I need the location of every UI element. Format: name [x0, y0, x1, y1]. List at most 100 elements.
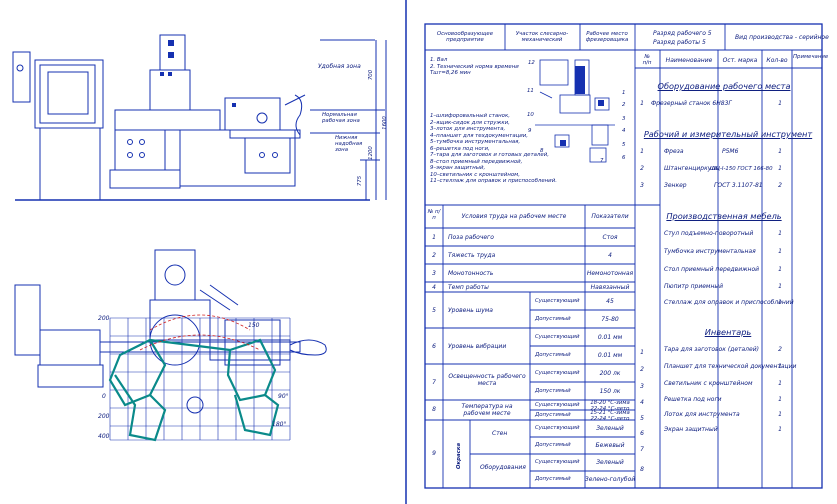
cond-sub-value: 45: [606, 298, 614, 305]
title-workplace: Рабочее место фрезеровщика: [585, 31, 629, 43]
spec-item-num: 1: [640, 148, 644, 155]
cond-row-name: Уровень вибрации: [448, 343, 507, 350]
spec-item-name: Пюпитр приемный: [664, 283, 724, 290]
spec-item-gost: ГОСТ 3.1107-81: [714, 182, 763, 189]
spec-item-qty: 1: [778, 248, 782, 255]
plan-y-200a: 200: [98, 315, 110, 322]
cond-sub-value: Зеленый: [596, 459, 624, 466]
spec-item-qty: 1: [778, 396, 782, 403]
cond-row-name: Уровень шума: [448, 307, 493, 314]
cond-sub-key: Существующий: [535, 334, 580, 340]
notes-head-2: 2. Технический норма времени Тшт=8,26 ми…: [430, 64, 519, 76]
cond-side-label: Окраска: [456, 442, 463, 470]
spec-item-qty: 1: [778, 299, 782, 306]
cond-row-num: 4: [432, 284, 436, 291]
notes-item: 2–ящик-сидок для стружки,: [430, 119, 510, 126]
cond-row-name: Темп работы: [448, 284, 489, 291]
title-cat2: Разряд работы 5: [653, 39, 706, 46]
notes-item: 9–экран защитный,: [430, 165, 486, 171]
dim-775: 775: [357, 175, 364, 187]
spec-item-qty: 1: [778, 380, 782, 387]
cond-sub-key: Допустимый: [535, 412, 571, 418]
spec-item-qty: 1: [778, 266, 782, 273]
cond-row-value: 4: [608, 252, 612, 259]
title-production: Вид производства - серийное: [735, 34, 829, 41]
plan-x-180: 180°: [272, 421, 287, 428]
cond-header-value: Показатели: [591, 213, 629, 220]
spec-item-qty: 2: [778, 346, 782, 353]
spec-item-num: 2: [640, 165, 644, 172]
spec-header-note: Примечание: [793, 54, 829, 60]
dim-700: 700: [368, 69, 375, 81]
spec-item-name: Стеллаж для оправок и приспособлений: [664, 299, 794, 306]
spec-row-num: 4: [640, 399, 644, 406]
spec-section-title: Оборудование рабочего места: [657, 81, 791, 91]
spec-item-name: Экран защитный: [664, 426, 718, 433]
spec-row-num: 5: [640, 415, 644, 422]
spec-item-num: 3: [640, 182, 644, 189]
callout-12: 12: [528, 60, 535, 66]
callout-1: 1: [622, 90, 626, 96]
spec-item-name: Фрезерный станок 6Н83Г: [651, 100, 732, 107]
zone-label-far: Нижняя надобная зона: [335, 135, 363, 153]
spec-item-name: Тумбочка инструментальная: [664, 248, 756, 255]
cond-sub-value: 0.01 мм: [597, 352, 623, 359]
cond-row-name: Поза рабочего: [448, 234, 494, 241]
notes-item: 6–решетка под ноги,: [430, 145, 490, 152]
spec-item-name: Планшет для технической документации: [664, 363, 797, 370]
notes-item: 4–планшет для техдокументации,: [430, 132, 529, 139]
cond-paint-key-equipment: Оборудования: [480, 464, 526, 471]
cond-sub-value: 18-20 °C-зима 22-24 °C-лето: [590, 400, 630, 412]
spec-item-qty: 1: [778, 165, 782, 172]
spec-item-qty: 1: [778, 411, 782, 418]
cond-row-name: Тяжесть труда: [448, 252, 496, 259]
cond-row-num: 7: [432, 379, 436, 386]
notes-head-1: 1. Вал: [430, 57, 448, 63]
spec-section-title: Производственная мебель: [666, 211, 782, 221]
spec-row-num: 1: [640, 349, 644, 356]
cond-sub-value: 0.01 мм: [597, 334, 623, 341]
spec-item-name: Лоток для инструмента: [664, 411, 740, 418]
spec-item-qty: 1: [778, 363, 782, 370]
cond-header-name: Условия труда на рабочем месте: [461, 213, 567, 220]
spec-row-num: 3: [640, 383, 644, 390]
notes-item: 8–стол приемный передвижной,: [430, 158, 523, 165]
spec-item-qty: 1: [778, 426, 782, 433]
cond-row-num: 9: [432, 450, 436, 457]
notes-item: 10–светильник с кронштейном,: [430, 171, 520, 178]
title-shop: Участок слесарно-механический: [515, 31, 569, 43]
cond-sub-key: Допустимый: [535, 352, 571, 358]
cond-row-num: 3: [432, 270, 436, 277]
spec-header-qty: Кол-во: [766, 57, 788, 64]
spec-item-qty: 2: [778, 182, 782, 189]
notes-item: 11–стеллаж для оправок и приспособлений.: [430, 178, 557, 184]
spec-item-name: Зенкер: [664, 182, 687, 189]
callout-4: 4: [622, 128, 626, 134]
callout-9: 9: [528, 128, 532, 134]
spec-row-num: 8: [640, 466, 644, 473]
cond-sub-key: Допустимый: [535, 476, 571, 482]
spec-item-name: Стол приемный передвижной: [664, 266, 760, 273]
cond-row-num: 8: [432, 406, 436, 413]
dim-1600: 1600: [381, 116, 388, 130]
notes-item: 1–шлифоровальный станок,: [430, 113, 510, 119]
callout-7: 7: [600, 158, 604, 164]
cond-row-name: Температура на рабочем месте: [461, 403, 513, 417]
zone-label-work: Удобная зона: [318, 63, 361, 70]
callout-8: 8: [540, 148, 544, 154]
plan-y-200b: 200: [98, 413, 110, 420]
cond-header-num: № п/п: [427, 209, 441, 221]
title-org: Основообразующее предприятие: [436, 31, 494, 43]
cond-row-num: 2: [432, 252, 436, 259]
cond-row-num: 5: [432, 307, 436, 314]
spec-header-gost: Ост. марка: [722, 57, 758, 64]
zone-label-normal: Нормальная рабочая зона: [322, 112, 360, 124]
spec-item-gost: Р5М6: [722, 148, 739, 155]
spec-item-name: Решетка под ноги: [664, 396, 722, 403]
dim-1200: 1200: [367, 146, 374, 160]
cond-sub-key: Существующий: [535, 459, 580, 465]
spec-section-title: Инвентарь: [704, 327, 752, 337]
spec-item-num: 1: [640, 100, 644, 107]
